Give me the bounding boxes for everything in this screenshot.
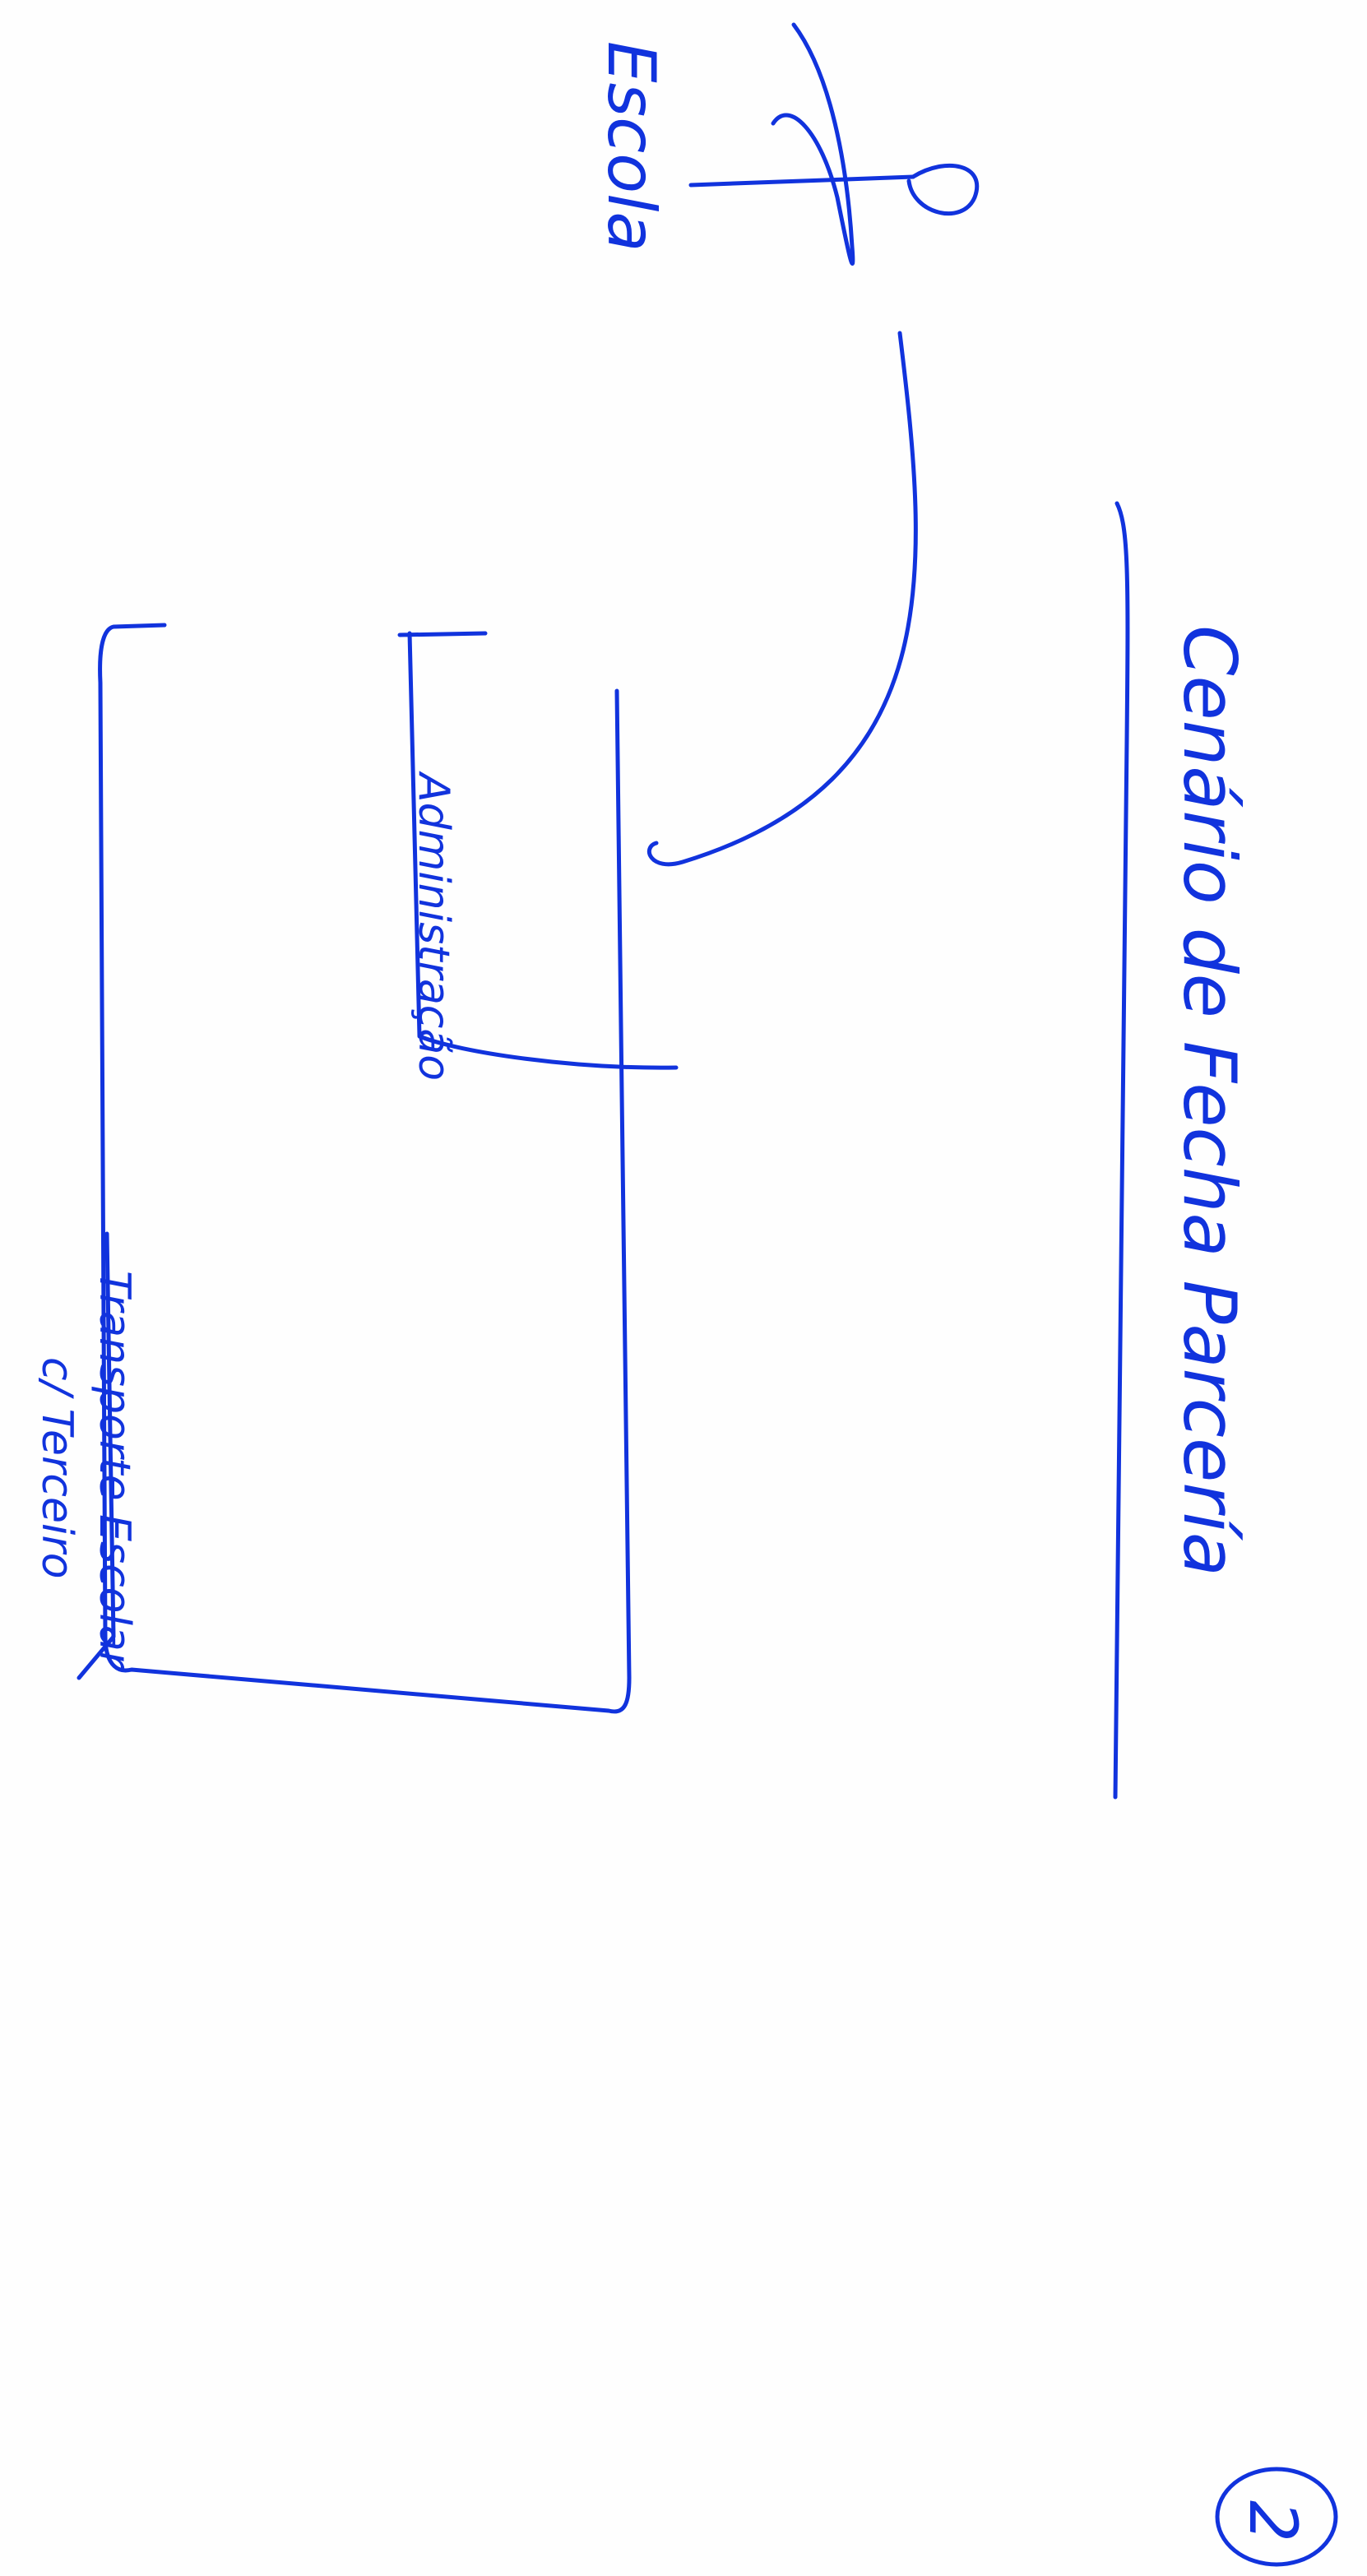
transport-line	[76, 1231, 116, 1680]
school-connector	[646, 331, 918, 867]
context-boundary	[98, 623, 632, 1714]
title-underline	[1113, 501, 1130, 1800]
school-label: Escola	[593, 41, 670, 252]
page-title: Cenário de Fecha Parcería	[1167, 625, 1252, 1577]
page-number: 2	[1235, 2500, 1311, 2542]
school-symbol	[688, 22, 979, 266]
third-party-label: c/ Terceiro	[32, 1357, 81, 1579]
transport-label: Transporte Escolar	[90, 1271, 139, 1672]
administration-line	[397, 631, 679, 1070]
page-number-badge: 2	[1215, 2467, 1338, 2567]
administration-label: Administração	[409, 771, 458, 1081]
